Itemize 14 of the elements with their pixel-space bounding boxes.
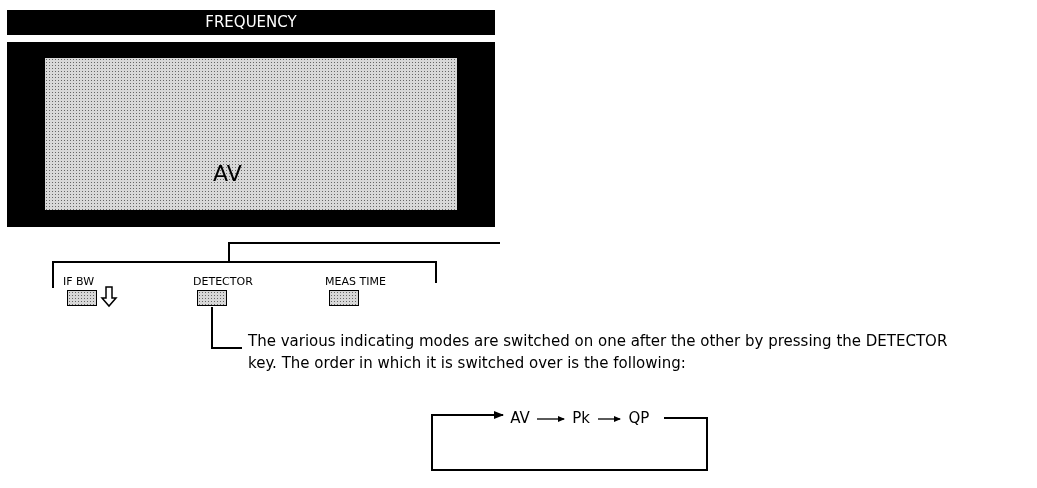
arrow bbox=[597, 416, 621, 422]
key-label: MEAS TIME bbox=[325, 275, 386, 288]
mode-label: Pk bbox=[566, 407, 596, 429]
display-title-bar: FREQUENCY bbox=[7, 10, 495, 35]
display-screen bbox=[45, 58, 457, 210]
key-label: DETECTOR bbox=[193, 275, 253, 288]
mode-label: AV bbox=[505, 407, 535, 429]
leader-line bbox=[211, 306, 243, 349]
display-readout: AV bbox=[213, 161, 242, 186]
arrow bbox=[431, 411, 708, 471]
mode-label: QP bbox=[622, 407, 656, 429]
arrow bbox=[536, 416, 565, 422]
note-text: The various indicating modes are switched on one after the other by pressing the DETECTOR key. The order in which it is switched over is the following: bbox=[248, 330, 948, 374]
key-label: IF BW bbox=[63, 275, 95, 288]
